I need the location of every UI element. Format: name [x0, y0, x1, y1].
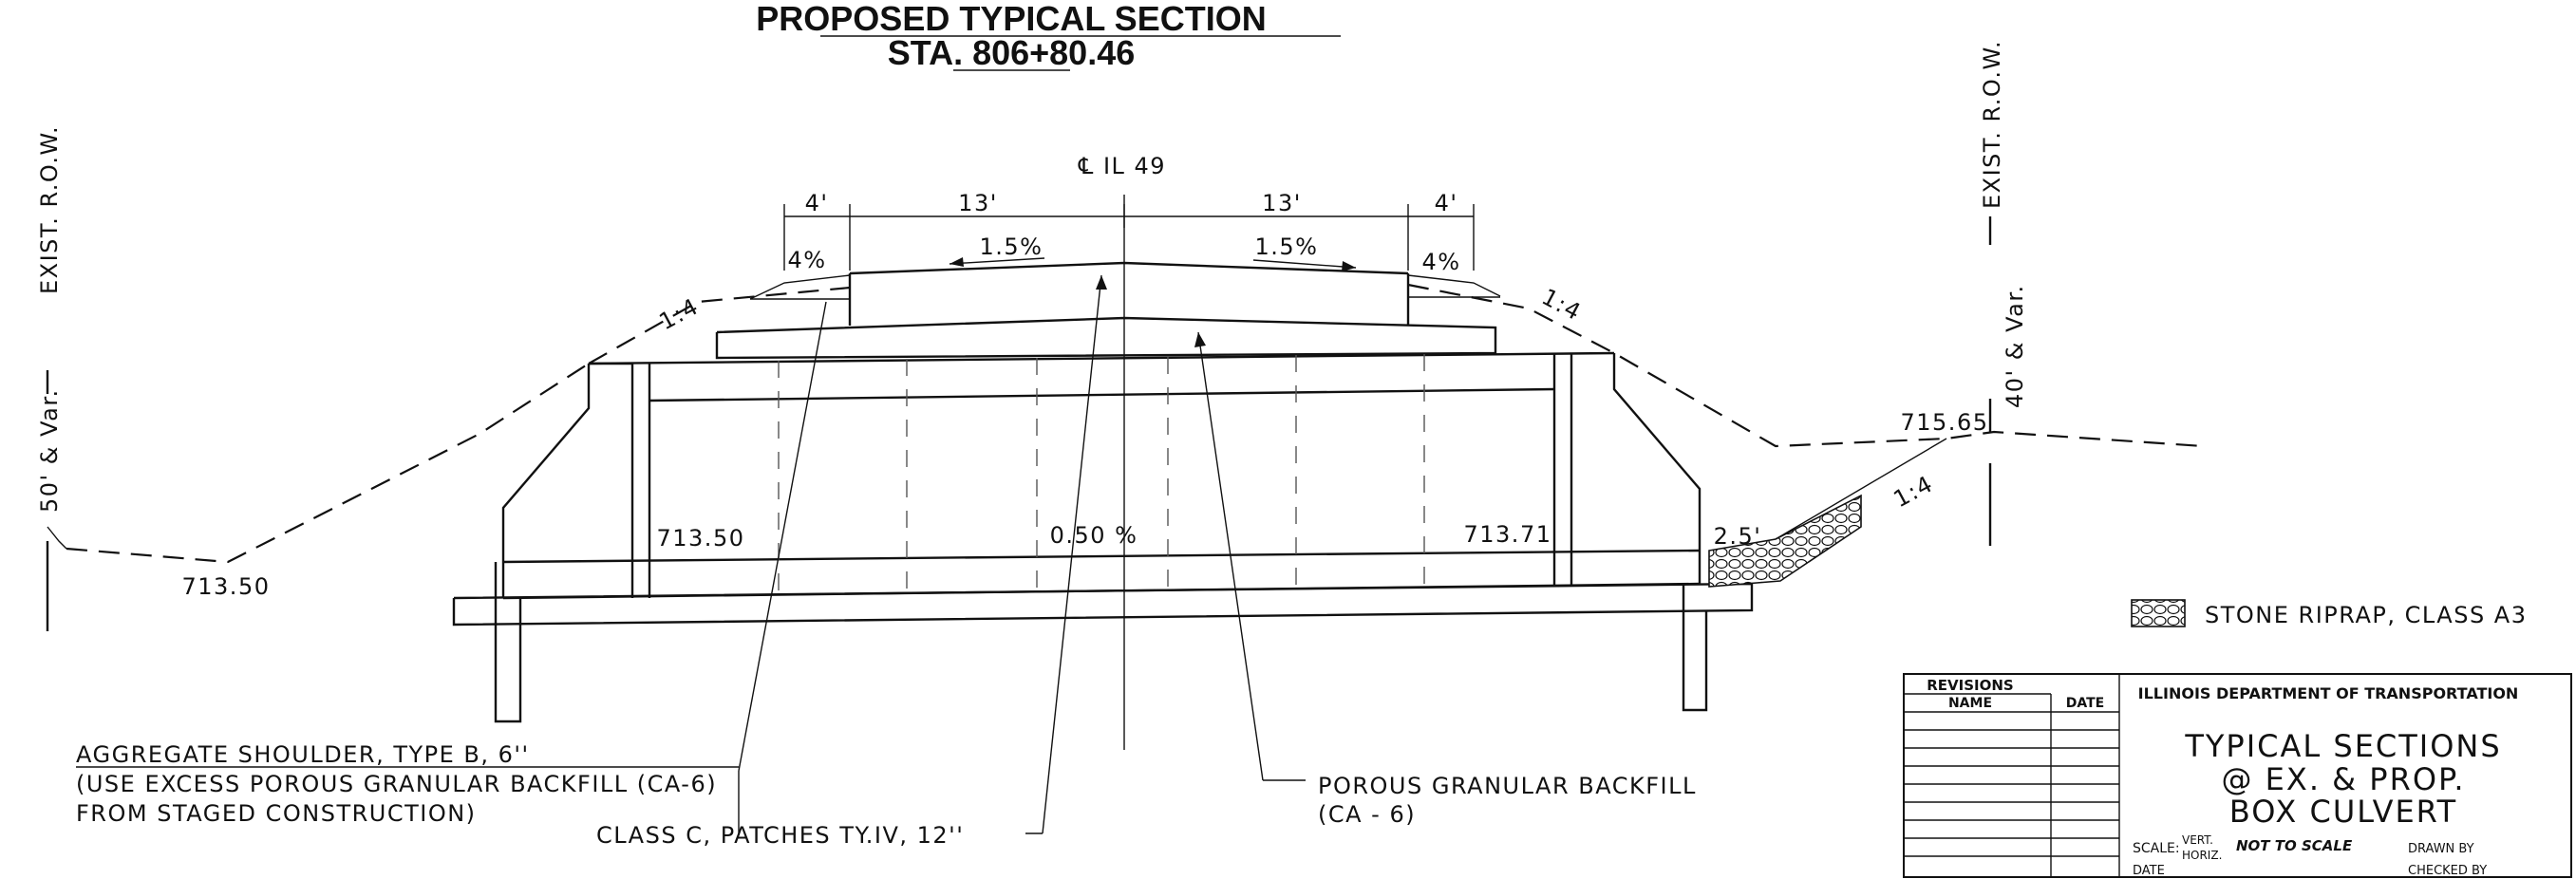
title-block: REVISIONS NAME DATE ILLINOIS DEPARTMENT …	[1903, 673, 2572, 878]
elev-ground-left: 713.50	[182, 573, 271, 600]
title-line-1: PROPOSED TYPICAL SECTION	[756, 0, 1266, 38]
leaders	[738, 274, 1306, 835]
callout-aggregate-line-1: AGGREGATE SHOULDER, TYPE B, 6''	[76, 741, 530, 768]
dim-shoulder-left: 4'	[805, 190, 829, 216]
slope-shoulder-left: 4%	[787, 247, 826, 273]
slope-side-left: 1:4	[655, 292, 704, 335]
top-dimensions: 4' 13' 13' 4'	[783, 190, 1475, 271]
tb-drawn-by: DRAWN BY	[2408, 842, 2474, 856]
tb-scale-vert: VERT.	[2182, 833, 2213, 847]
elev-invert-right: 713.71	[1464, 521, 1552, 548]
tb-sheet-title-1: TYPICAL SECTIONS	[2184, 728, 2501, 764]
dim-lane-right: 13'	[1262, 190, 1302, 216]
right-row-marker: EXIST. R.O.W. 40' & Var.	[1979, 40, 2028, 546]
left-row-label: EXIST. R.O.W.	[36, 125, 63, 294]
drawing-title: PROPOSED TYPICAL SECTION STA. 806+80.46	[756, 0, 1341, 72]
elev-ground-right: 715.65	[1901, 409, 1989, 436]
elev-invert-left: 713.50	[657, 525, 745, 552]
slope-shoulder-right: 4%	[1421, 249, 1460, 275]
left-width-label: 50' & Var.	[36, 388, 63, 513]
tb-checked-by: CHECKED BY	[2408, 864, 2487, 878]
tb-scale-note: NOT TO SCALE	[2236, 837, 2353, 854]
tb-name-header: NAME	[1948, 696, 1992, 711]
roadway-section	[588, 261, 1615, 365]
stone-riprap: 2.5'	[1708, 438, 1947, 588]
callout-porous-line-2: (CA - 6)	[1318, 801, 1416, 828]
callout-class-c: CLASS C, PATCHES TY.IV, 12''	[596, 822, 964, 849]
tb-agency: ILLINOIS DEPARTMENT OF TRANSPORTATION	[2138, 684, 2519, 702]
centerline: ℄ IL 49	[1078, 153, 1166, 750]
tb-revisions: REVISIONS	[1927, 677, 2013, 694]
centerline-label: ℄ IL 49	[1078, 153, 1166, 179]
slope-side-right: 1:4	[1537, 284, 1586, 327]
tb-sheet-title-2: @ EX. & PROP.	[2222, 761, 2466, 797]
box-culvert: 713.50 0.50 % 713.71	[452, 353, 1754, 723]
tb-scale-horiz: HORIZ.	[2182, 849, 2222, 862]
legend-stone-riprap: STONE RIPRAP, CLASS A3	[2205, 602, 2528, 628]
tb-sheet-title-3: BOX CULVERT	[2229, 794, 2457, 830]
slope-lane-right: 1.5%	[1255, 234, 1319, 260]
existing-ground: 713.50 715.65	[47, 283, 2204, 600]
callouts: AGGREGATE SHOULDER, TYPE B, 6'' (USE EXC…	[76, 741, 1697, 849]
slope-arrow-left	[950, 257, 964, 267]
tb-date-label: DATE	[2133, 864, 2165, 878]
dim-shoulder-right: 4'	[1435, 190, 1458, 216]
slope-arrow-right	[1342, 261, 1356, 271]
legend: STONE RIPRAP, CLASS A3	[2131, 599, 2528, 628]
dim-lane-left: 13'	[958, 190, 998, 216]
riprap-legend-swatch	[2131, 599, 2186, 627]
callout-aggregate-line-2: (USE EXCESS POROUS GRANULAR BACKFILL (CA…	[76, 771, 717, 797]
dim-riprap-depth: 2.5'	[1714, 523, 1762, 550]
slope-riprap: 1:4	[1890, 470, 1938, 513]
callout-aggregate-line-3: FROM STAGED CONSTRUCTION)	[76, 800, 477, 827]
left-row-marker: 50' & Var. EXIST. R.O.W.	[36, 125, 63, 631]
tb-scale-label: SCALE:	[2133, 841, 2180, 856]
tb-date-header: DATE	[2066, 696, 2104, 711]
callout-porous-line-1: POROUS GRANULAR BACKFILL	[1318, 773, 1697, 799]
slope-lane-left: 1.5%	[980, 234, 1044, 260]
right-row-label: EXIST. R.O.W.	[1979, 40, 2005, 209]
title-line-2: STA. 806+80.46	[888, 33, 1136, 72]
right-width-label: 40' & Var.	[2002, 284, 2028, 408]
culvert-invert-slope: 0.50 %	[1050, 522, 1138, 549]
